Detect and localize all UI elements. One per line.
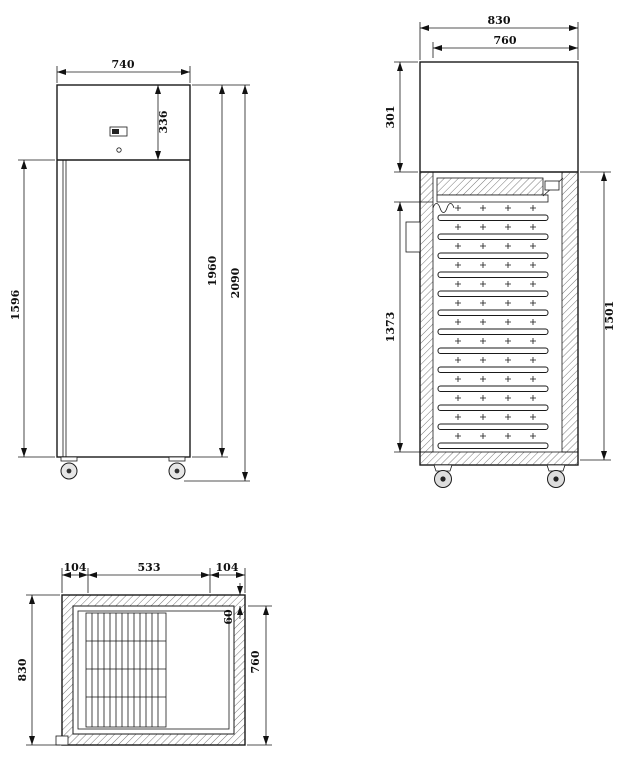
fan-box [544,180,560,191]
top-inner-liner [77,610,230,730]
top-inner-cavity [72,605,235,735]
side-view: 830 760 [384,14,616,488]
front-cabinet-outline [56,84,191,458]
dim-side-interior-height: 1373 [384,201,433,453]
front-display-screen [112,129,119,134]
front-lock-keyhole [116,147,122,153]
front-door-hinge-lines [62,160,67,457]
dim-label-front-door-height: 1596 [9,289,22,320]
front-caster-right [168,456,186,480]
top-shelf-rack [85,612,167,728]
caster-hub [174,468,180,474]
caster-hub [553,476,559,482]
dim-side-inner-depth: 760 [433,34,578,51]
dim-front-panel-height: 336 [155,85,170,160]
dim-label-front-total-height: 2090 [229,267,242,298]
extension-lines [18,159,55,458]
extension-lines [247,605,272,746]
dim-label-top-total-depth: 830 [16,658,29,681]
caster-bracket [168,456,186,462]
dim-front-body-height: 1960 [192,84,250,458]
dim-label-top-inner-depth: 760 [249,650,262,673]
caster-bracket [546,464,566,472]
dim-front-width: 740 [56,58,191,83]
dim-top-rear-gap: 60 [222,583,243,625]
dim-side-cavity-height: 1501 [580,171,616,461]
dim-top-inner-depth: 760 [247,605,272,746]
dim-label-top-right-offset: 104 [216,561,239,574]
top-view: 104 533 104 830 760 [16,561,272,746]
extension-lines [394,61,418,173]
top-hinge-step [55,735,69,746]
dim-label-side-top-section: 301 [384,106,397,129]
dim-label-side-inner-depth: 760 [494,34,517,47]
dim-label-top-center-width: 533 [138,561,161,574]
dim-label-top-left-offset: 104 [64,561,87,574]
wire [432,203,455,213]
dim-front-total-height: 2090 [184,85,250,482]
dim-label-side-cavity-height: 1501 [603,301,616,332]
caster-bracket [433,464,453,472]
side-wall-right-insulation [561,171,579,453]
side-wall-left-insulation [419,171,434,453]
evaporator-drip-tray [436,194,549,203]
caster-bracket [60,456,78,462]
rack-vertical-bars [91,613,159,727]
side-wall-bottom-insulation [419,451,579,466]
front-caster-left [60,456,78,480]
side-caster-front [546,464,566,488]
dim-label-front-body-height: 1960 [206,255,219,286]
rack-frame [85,612,167,728]
evaporator-unit [436,177,544,196]
door-hinge-block [405,221,421,253]
dim-label-top-rear-gap: 60 [222,609,235,625]
extension-lines [61,568,246,593]
dim-side-top-section: 301 [384,61,418,173]
extension-lines [26,594,60,746]
dim-front-door-height: 1596 [9,159,55,458]
caster-hub [440,476,446,482]
dim-top-total-depth: 830 [16,594,60,746]
dim-label-side-interior-height: 1373 [384,312,397,343]
side-caster-rear [433,464,453,488]
rack-horizontal-rails [86,640,166,698]
front-view: 740 336 1960 [9,58,250,482]
caster-hub [66,468,72,474]
dim-top-width-chain: 104 533 104 [61,561,246,593]
dim-label-front-panel-height: 336 [157,110,170,133]
dim-label-side-total-depth: 830 [488,14,511,27]
dim-label-front-width: 740 [112,58,135,71]
